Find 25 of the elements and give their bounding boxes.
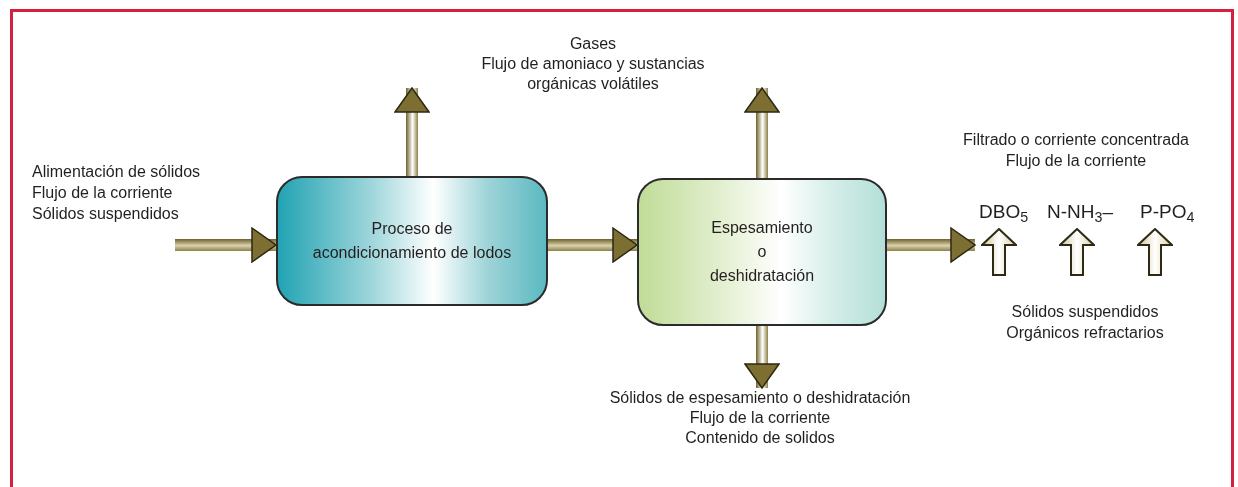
flow-label: Gases [568, 34, 618, 54]
box-label: Proceso de acondicionamiento de lodos [311, 219, 513, 263]
flow-label: Orgánicos refractarios [1006, 323, 1164, 343]
chemical-label: P-PO$_{4}$ [1140, 200, 1195, 227]
chemical-label: N-NH$_{3}$– [1047, 200, 1113, 227]
process-box [276, 176, 548, 306]
chemical-label: DBO$_{5}$ [979, 200, 1029, 227]
flow-label: Alimentación de sólidos [32, 162, 201, 182]
flow-label: Flujo de la corriente [1005, 151, 1147, 171]
flow-arrow [394, 87, 430, 176]
flow-arrow [744, 87, 780, 178]
flow-arrow [744, 326, 780, 389]
flow-label: Filtrado o corriente concentrada [963, 130, 1189, 150]
flow-label: Contenido de solidos [685, 428, 835, 448]
flow-label: Sólidos suspendidos [32, 204, 179, 224]
flow-label: Flujo de amoniaco y sustancias orgánicas volátiles [480, 54, 706, 94]
flow-label: Flujo de la corriente [689, 408, 831, 428]
flow-arrow [175, 227, 277, 263]
flow-label: Flujo de la corriente [32, 183, 173, 203]
process-box [637, 178, 887, 326]
flow-arrow [887, 227, 976, 263]
flow-arrow [548, 227, 638, 263]
box-label: Espesamiento o deshidratación [708, 218, 816, 286]
flow-label: Sólidos de espesamiento o deshidratación [609, 388, 911, 408]
flow-label: Sólidos suspendidos [1011, 302, 1159, 322]
